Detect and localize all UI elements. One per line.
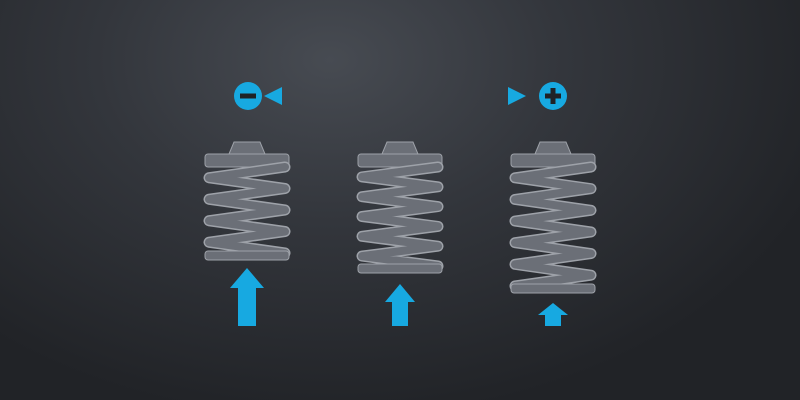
spring-bottom-plate (204, 250, 290, 261)
force-arrow-medium-icon (385, 284, 415, 326)
spring-soft (203, 141, 291, 261)
spring-stiff (509, 141, 597, 294)
stiffness-scale (234, 82, 567, 110)
plus-circle-icon (539, 82, 567, 110)
spring-coil (358, 163, 442, 270)
spring-coil (205, 163, 289, 257)
double-headed-arrow-icon (264, 87, 526, 105)
force-arrow-small-icon (538, 303, 568, 326)
spring-medium (356, 141, 444, 274)
spring-coil (511, 163, 595, 290)
spring-top-knob (534, 141, 572, 155)
force-arrow-large-icon (230, 268, 264, 326)
spring-bottom-plate (357, 263, 443, 274)
minus-circle-icon (234, 82, 262, 110)
spring-top-knob (381, 141, 419, 155)
spring-bottom-plate (510, 283, 596, 294)
spring-top-knob (228, 141, 266, 155)
